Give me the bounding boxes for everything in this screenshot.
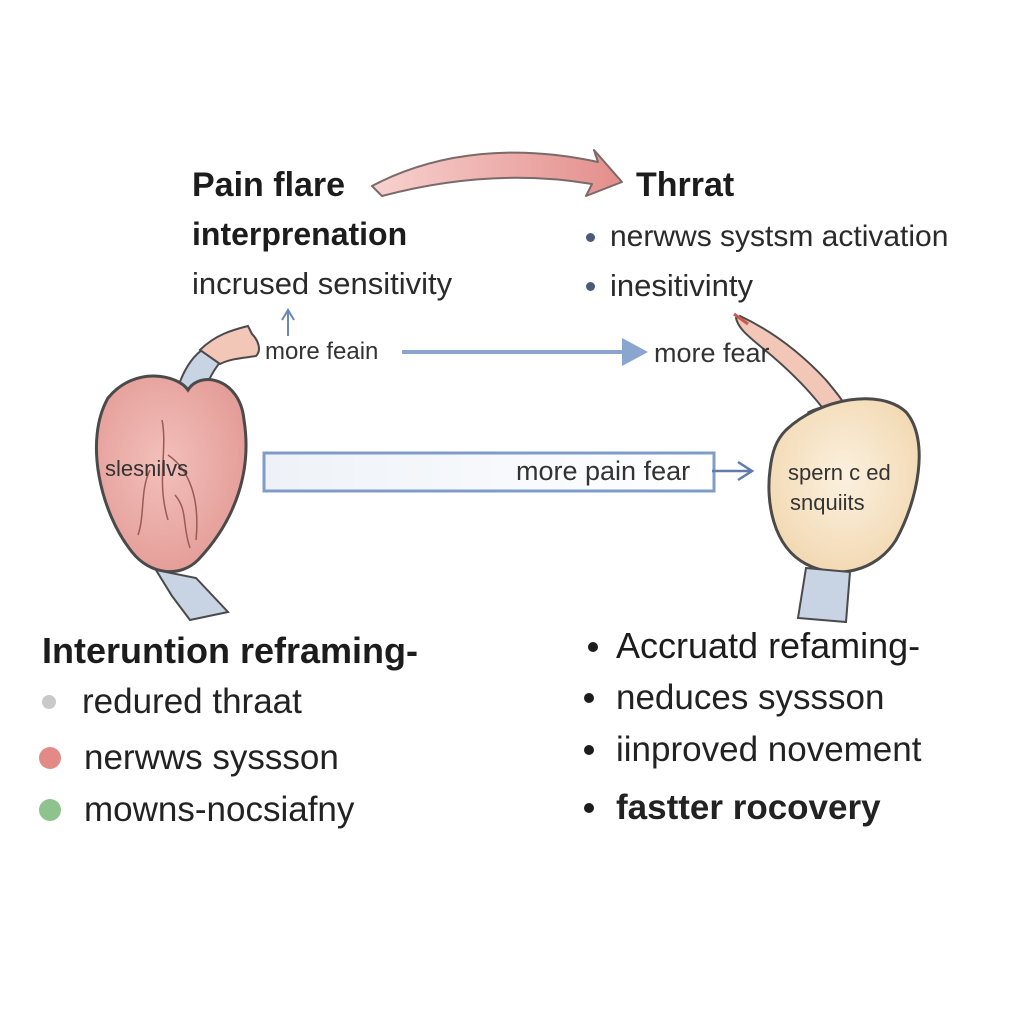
bullet-icon: [586, 282, 595, 291]
middle-arrow-head: [622, 338, 648, 366]
bullet-icon: [584, 803, 594, 813]
list-item-text: neduces syssson: [616, 678, 885, 717]
arrow-label-more-fear: more fear: [654, 338, 770, 368]
small-up-arrow: [281, 308, 295, 336]
red-dot-icon: [39, 747, 61, 769]
list-item-text: iinproved novement: [616, 730, 922, 769]
bullet-icon: [584, 693, 594, 703]
interpretation-label: interprenation: [192, 216, 408, 252]
list-item: fastter rocovery: [584, 788, 881, 828]
interruption-reframing-title: Interuntion reframing-: [42, 630, 418, 671]
list-item: neduces syssson: [584, 678, 884, 718]
accurate-reframing-title: Accruatd refaming-: [616, 625, 921, 666]
left-organ-label: slesnilvs: [105, 456, 189, 481]
threat-bullet-2: inesitivinty: [610, 268, 753, 303]
red-curved-arrow: [371, 149, 623, 197]
bullet-icon: [588, 642, 598, 652]
arrow-label-more-feain: more feain: [265, 338, 379, 365]
list-item: mowns-nocsiafny: [39, 790, 355, 830]
threat-title: Thrrat: [636, 166, 735, 204]
green-dot-icon: [39, 799, 61, 821]
list-item-text: nerwws syssson: [84, 738, 339, 777]
grey-dot-icon: [42, 695, 56, 709]
right-organ-group: [733, 312, 921, 624]
list-item-text: mowns-nocsiafny: [84, 790, 355, 829]
arrow-label-more-pain-fear: more pain fear: [516, 456, 691, 486]
right-organ-label-2: snquiits: [790, 490, 865, 515]
bullet-icon: [584, 745, 594, 755]
list-item: nerwws syssson: [39, 738, 339, 778]
long-arrow-tip: [712, 460, 755, 482]
left-organ-group: [94, 324, 260, 622]
threat-bullet-1: nerwws systsm activation: [610, 220, 949, 253]
list-item-text: fastter rocovery: [616, 788, 881, 827]
list-item: redured thraat: [42, 682, 302, 722]
bullet-icon: [586, 233, 595, 242]
pain-flare-title: Pain flare: [192, 166, 346, 204]
right-organ-label-1: spern c ed: [788, 460, 891, 485]
increased-sensitivity-label: incrused sensitivity: [192, 266, 453, 301]
list-item-text: redured thraat: [82, 682, 302, 721]
list-item: iinproved novement: [584, 730, 921, 770]
